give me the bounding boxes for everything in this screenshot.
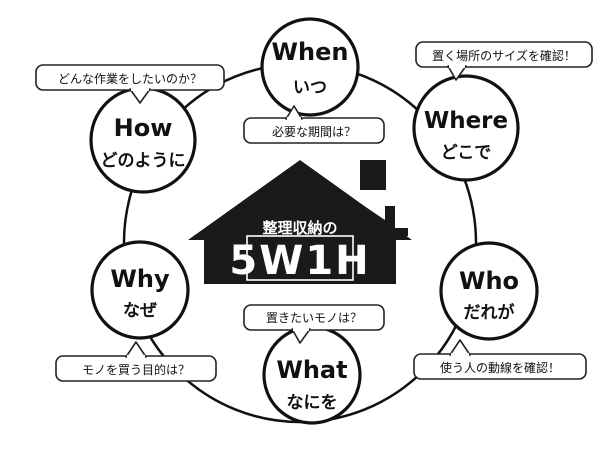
node-what-jp: なにを xyxy=(287,393,338,413)
node-how-jp: どのように xyxy=(101,151,186,171)
node-why-jp: なぜ xyxy=(123,301,157,321)
node-why-en: Why xyxy=(110,265,170,293)
node-where-question-bubble xyxy=(415,41,593,81)
node-when-question: 必要な期間は？ xyxy=(272,125,356,139)
node-who-circle xyxy=(439,241,539,341)
node-what-question-bubble xyxy=(243,304,385,344)
node-where-question: 置く場所のサイズを確認！ xyxy=(432,48,576,63)
node-who-question-bubble xyxy=(413,339,587,380)
node-why-circle xyxy=(90,240,190,340)
node-when-en: When xyxy=(272,38,349,66)
house-chimney xyxy=(360,160,386,190)
node-how-question-bubble xyxy=(35,64,225,104)
node-who-jp: だれが xyxy=(464,302,515,323)
node-who-en: Who xyxy=(459,267,519,295)
center-subtitle: 整理収納の xyxy=(262,219,337,237)
node-what-question: 置きたいモノは？ xyxy=(266,311,362,325)
node-where-jp: どこで xyxy=(441,143,492,163)
node-why-question-bubble xyxy=(55,341,217,382)
node-where-en: Where xyxy=(424,108,508,134)
node-when-jp: いつ xyxy=(293,78,327,98)
node-where-circle xyxy=(412,74,520,182)
house-icon xyxy=(188,160,412,284)
house-title-panel xyxy=(246,235,354,281)
node-when-circle xyxy=(260,17,360,117)
node-why-question: モノを買う目的は？ xyxy=(82,362,190,377)
node-who-question: 使う人の動線を確認！ xyxy=(440,360,560,375)
center-title: 5W1H xyxy=(229,238,370,284)
node-how-en: How xyxy=(114,114,173,142)
node-when-question-bubble xyxy=(243,105,385,144)
node-how-question: どんな作業をしたいのか？ xyxy=(58,72,202,86)
node-what-en: What xyxy=(276,356,347,384)
house-body xyxy=(188,160,412,284)
